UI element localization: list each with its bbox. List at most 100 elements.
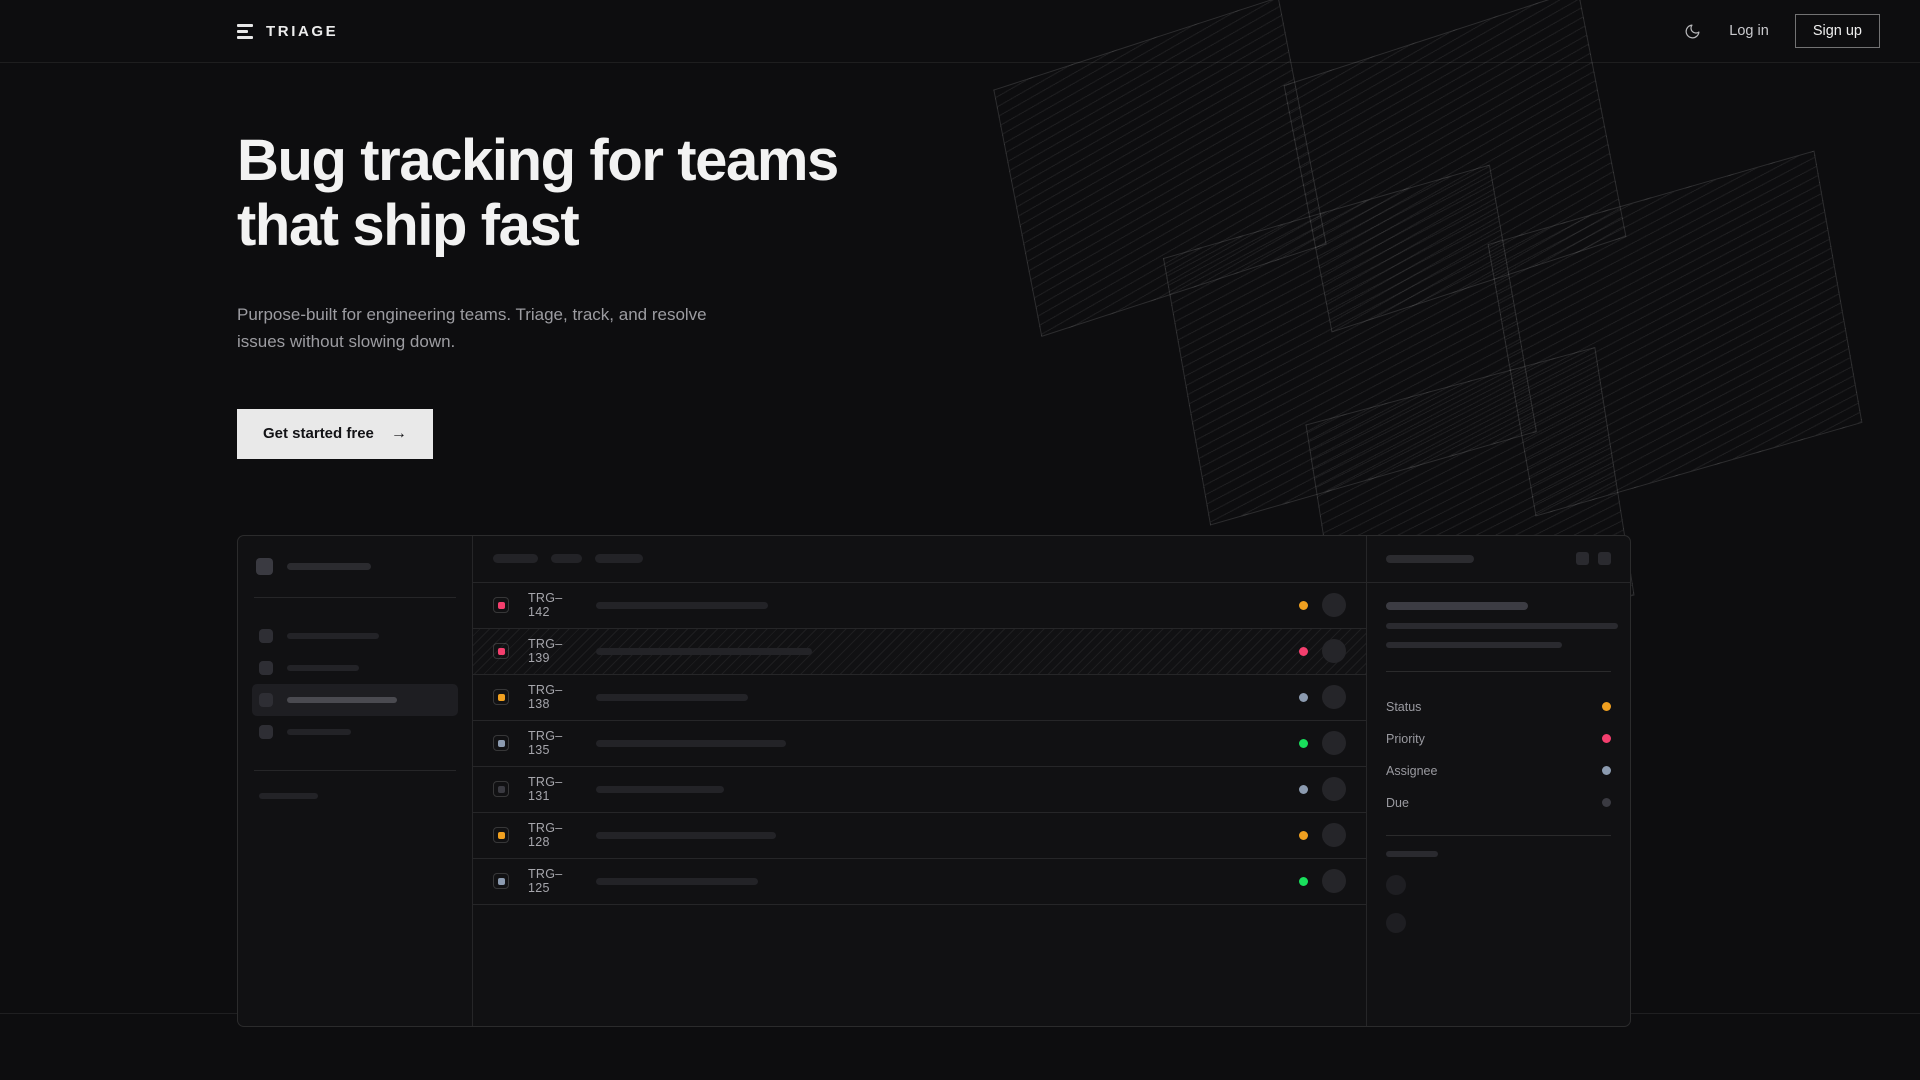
priority-indicator: [497, 877, 505, 885]
workspace-name-skeleton: [287, 562, 371, 570]
avatar[interactable]: [1322, 731, 1346, 756]
ticket-list-toolbar: [473, 536, 1366, 583]
hero-subtext: Purpose-built for engineering teams. Tri…: [237, 304, 707, 352]
detail-meta-assignee[interactable]: Assignee: [1386, 755, 1611, 787]
meta-value-indicator: [1602, 798, 1611, 808]
sidebar-nav-item-2[interactable]: [252, 652, 458, 684]
meta-value-indicator: [1602, 734, 1611, 744]
hero-section: Bug tracking for teams that ship fast Pu…: [0, 63, 1920, 459]
avatar[interactable]: [1322, 823, 1346, 848]
meta-value-indicator: [1602, 766, 1611, 776]
sidebar-item-label-skeleton: [287, 632, 379, 639]
avatar[interactable]: [1322, 777, 1346, 802]
sidebar-nav-item-1[interactable]: [252, 620, 458, 652]
row-trailing-meta: [1299, 639, 1346, 664]
sidebar-sublist-item[interactable]: [252, 825, 458, 851]
ticket-id: TRG–125: [528, 867, 563, 896]
table-row[interactable]: TRG–128: [473, 813, 1366, 859]
detail-panel-header: [1367, 536, 1630, 583]
table-row[interactable]: TRG–131: [473, 767, 1366, 813]
stacked-bars-icon: [237, 23, 253, 39]
ticket-id: TRG–131: [528, 775, 563, 804]
detail-meta-status[interactable]: Status: [1386, 691, 1611, 723]
list-filter-chip[interactable]: [595, 554, 643, 564]
arrow-right-icon: →: [390, 424, 407, 442]
sidebar-sublist-item[interactable]: [252, 851, 458, 877]
avatar[interactable]: [1322, 685, 1346, 710]
ticket-id: TRG–138: [528, 683, 563, 712]
row-trailing-meta: [1299, 685, 1346, 710]
detail-comments-label-skeleton: [1386, 850, 1438, 857]
get-started-button[interactable]: Get started free →: [237, 408, 433, 459]
status-badge: [1299, 738, 1308, 748]
sidebar-sublist-item[interactable]: [252, 799, 458, 825]
sidebar-divider-1: [254, 596, 456, 598]
sidebar-nav-item-4[interactable]: [252, 716, 458, 748]
table-row[interactable]: TRG–125: [473, 859, 1366, 905]
meta-label: Assignee: [1386, 763, 1438, 778]
avatar[interactable]: [1322, 639, 1346, 664]
moon-icon[interactable]: [1681, 20, 1703, 42]
avatar[interactable]: [1322, 869, 1346, 894]
status-badge: [1299, 692, 1308, 702]
table-row[interactable]: TRG–139: [473, 628, 1366, 675]
priority-indicator: [497, 831, 505, 839]
comment-avatar[interactable]: [1386, 912, 1406, 933]
ticket-title-skeleton: [596, 831, 776, 839]
ticket-title-skeleton: [596, 693, 748, 701]
mockup-sidebar-nav: [252, 620, 458, 748]
priority-indicator: [497, 693, 505, 701]
table-row[interactable]: TRG–138: [473, 675, 1366, 721]
row-trailing-meta: [1299, 593, 1346, 618]
detail-meta-priority[interactable]: Priority: [1386, 723, 1611, 755]
priority-square-icon: [493, 689, 509, 706]
mockup-sidebar: [238, 535, 473, 1026]
detail-header-skeleton: [1386, 554, 1474, 563]
signup-button[interactable]: Sign up: [1794, 14, 1880, 48]
ticket-id: TRG–135: [528, 729, 563, 758]
comment-avatar[interactable]: [1386, 874, 1406, 895]
row-trailing-meta: [1299, 777, 1346, 802]
mockup-sidebar-workspace[interactable]: [252, 554, 458, 575]
ticket-title-skeleton: [596, 785, 724, 793]
ticket-id: TRG–139: [528, 637, 563, 666]
priority-square-icon: [493, 643, 509, 660]
sidebar-section-label-skeleton: [259, 792, 318, 799]
list-filter-chip[interactable]: [551, 554, 582, 564]
ticket-id: TRG–128: [528, 821, 563, 850]
detail-meta-due[interactable]: Due: [1386, 787, 1611, 819]
brand-name: TRIAGE: [266, 22, 339, 40]
sidebar-nav-item-3[interactable]: [252, 683, 458, 716]
sidebar-item-label-skeleton: [287, 696, 397, 703]
list-filter-chip[interactable]: [493, 554, 538, 564]
ticket-title-skeleton: [596, 877, 758, 885]
sidebar-item-icon: [259, 628, 273, 643]
detail-title-skeleton: [1386, 601, 1528, 610]
priority-indicator: [497, 785, 505, 793]
brand-logo[interactable]: TRIAGE: [237, 23, 338, 40]
priority-square-icon: [493, 597, 509, 614]
detail-divider-1: [1386, 670, 1611, 672]
status-badge: [1299, 600, 1308, 610]
login-link[interactable]: Log in: [1729, 23, 1769, 39]
heading-line-2: that ship fast: [237, 192, 580, 258]
meta-label: Status: [1386, 699, 1422, 714]
row-trailing-meta: [1299, 823, 1346, 848]
detail-action-button-2[interactable]: [1598, 552, 1611, 566]
avatar[interactable]: [1322, 593, 1346, 618]
sidebar-item-icon: [259, 724, 273, 739]
status-badge: [1299, 830, 1308, 840]
ticket-title-skeleton: [596, 647, 812, 655]
sidebar-item-icon: [259, 660, 273, 675]
detail-comment-avatars: [1386, 874, 1611, 933]
table-row[interactable]: TRG–135: [473, 721, 1366, 767]
priority-square-icon: [493, 827, 509, 844]
detail-text-line-skeleton: [1386, 641, 1562, 648]
table-row[interactable]: TRG–142: [473, 583, 1366, 629]
status-badge: [1299, 646, 1308, 656]
priority-square-icon: [493, 873, 509, 890]
row-trailing-meta: [1299, 731, 1346, 756]
detail-action-button-1[interactable]: [1576, 552, 1589, 566]
